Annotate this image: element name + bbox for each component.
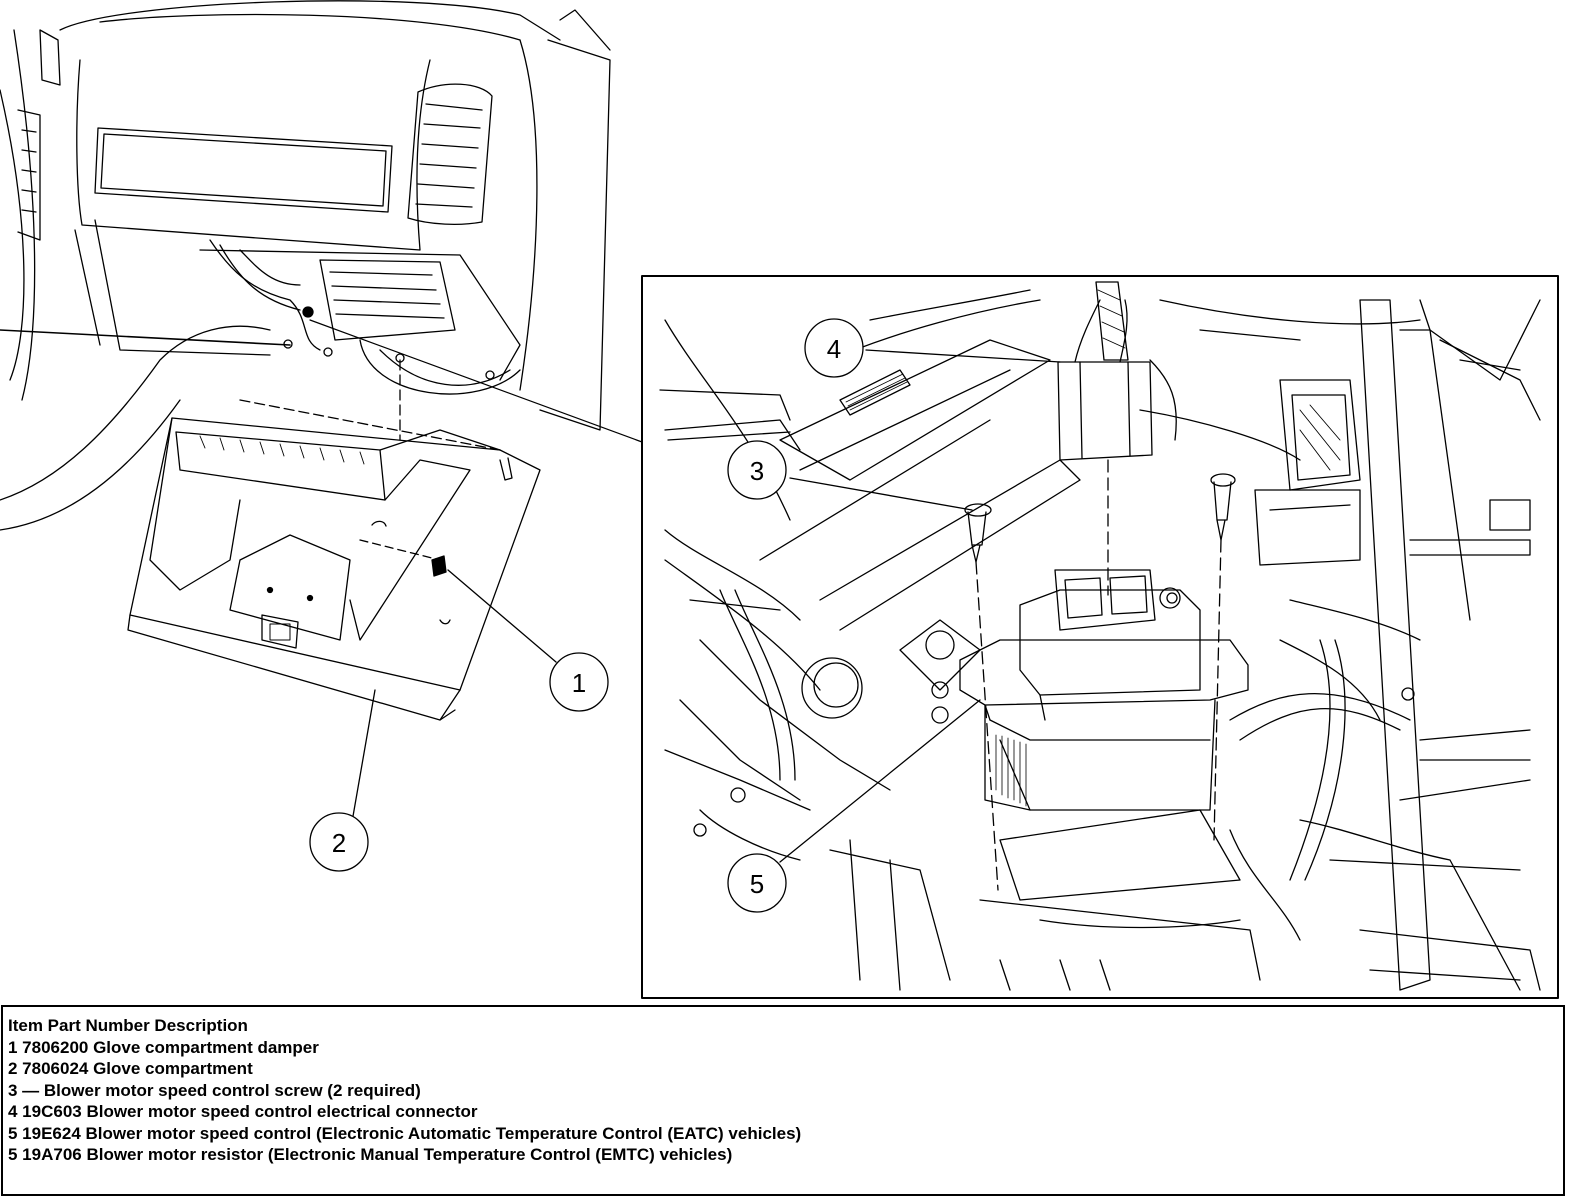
callout-3: 3 bbox=[727, 440, 787, 500]
callout-2: 2 bbox=[309, 812, 369, 872]
svg-text:1: 1 bbox=[572, 668, 586, 698]
parts-legend: Item Part Number Description 1 7806200 G… bbox=[1, 1005, 1565, 1196]
svg-text:3: 3 bbox=[750, 456, 764, 486]
legend-row-item-2-glove-compartment: 2 7806024 Glove compartment bbox=[8, 1059, 253, 1078]
assembly-lines bbox=[975, 459, 1222, 891]
legend-row-item-1-damper: 1 7806200 Glove compartment damper bbox=[8, 1037, 319, 1057]
dashboard-drawing bbox=[0, 0, 611, 531]
callout-1: 1 bbox=[549, 652, 609, 712]
legend-header: Item Part Number Description bbox=[8, 1016, 248, 1035]
detail-inset: 4 3 5 bbox=[641, 275, 1559, 999]
legend-row-item-5-resistor: 5 19A706 Blower motor resistor (Electron… bbox=[8, 1145, 733, 1164]
blower-speed-control-drawing bbox=[959, 569, 1249, 811]
callout-4: 4 bbox=[804, 318, 864, 378]
svg-text:5: 5 bbox=[750, 869, 764, 899]
exploded-view-illustration: 1 2 bbox=[0, 0, 1559, 999]
callout-5: 5 bbox=[727, 853, 787, 913]
legend-row-item-5-speed-control: 5 19E624 Blower motor speed control (Ele… bbox=[8, 1123, 802, 1143]
leader-lines-left bbox=[309, 319, 643, 823]
legend-row-item-4-connector: 4 19C603 Blower motor speed control elec… bbox=[8, 1102, 478, 1121]
svg-text:4: 4 bbox=[827, 334, 841, 364]
electrical-connector-drawing bbox=[1057, 281, 1153, 461]
glove-compartment-drawing bbox=[127, 359, 541, 721]
svg-text:2: 2 bbox=[332, 828, 346, 858]
legend-row-item-3-screw: 3 — Blower motor speed control screw (2 … bbox=[8, 1080, 421, 1100]
leader-lines-inset bbox=[779, 349, 1061, 863]
